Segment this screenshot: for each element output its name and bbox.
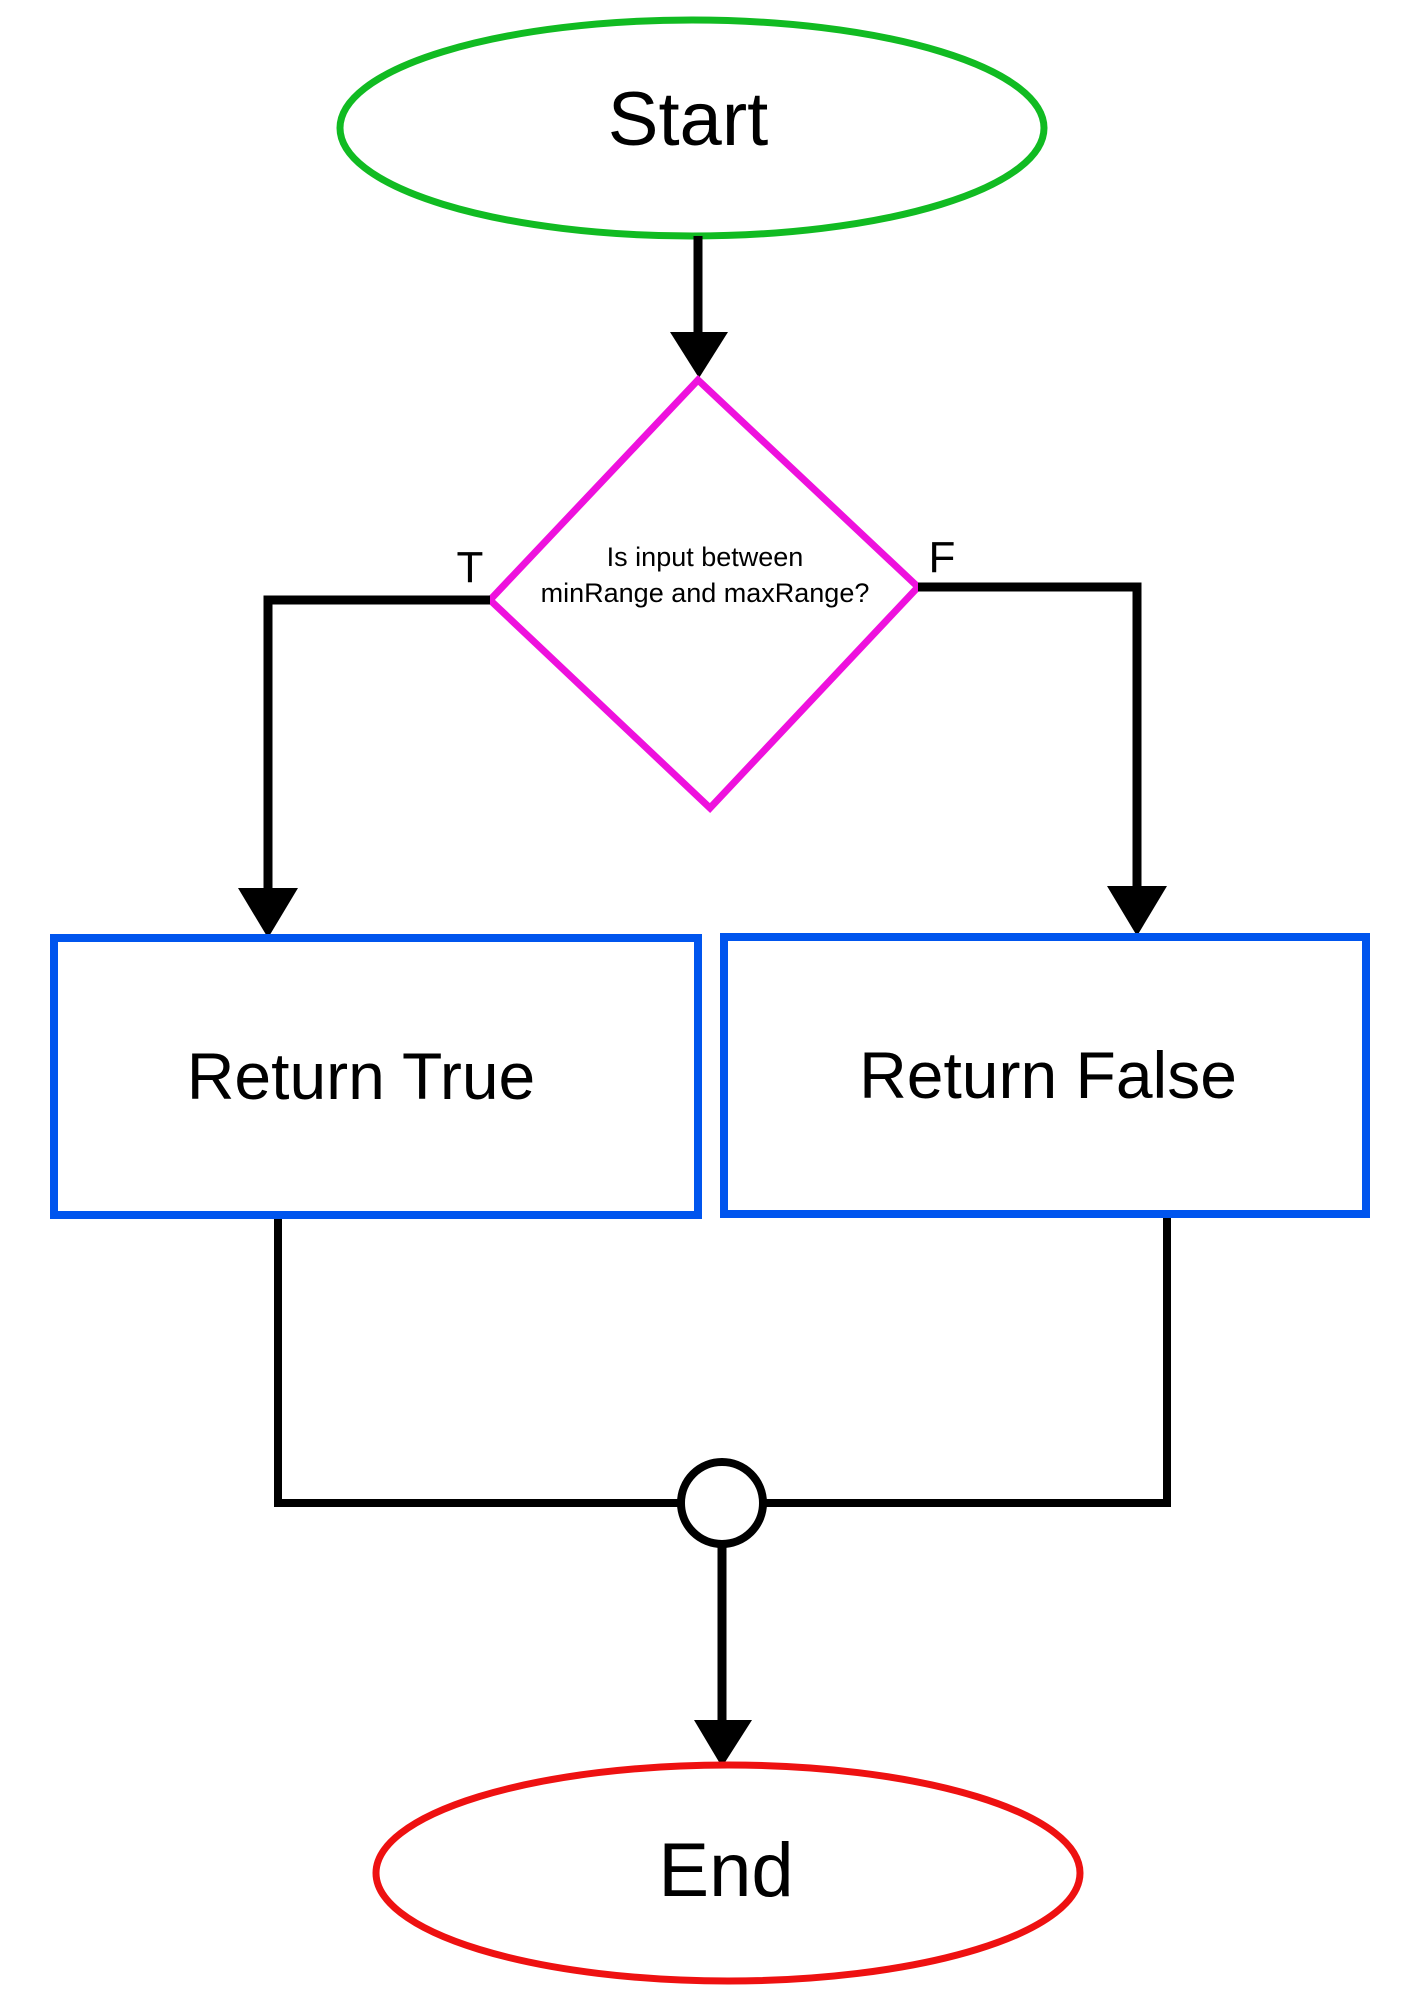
start-ellipse — [336, 16, 1048, 240]
return-false-node: Return False — [720, 933, 1370, 1218]
merge-circle — [677, 1458, 767, 1548]
decision-diamond — [485, 375, 923, 813]
end-label: End — [658, 1828, 793, 1913]
decision-node: Is input between minRange and maxRange? — [485, 375, 923, 813]
end-ellipse — [372, 1761, 1084, 1985]
edge-start-to-decision — [670, 236, 728, 378]
arrowhead-icon — [238, 888, 298, 938]
edge-merge — [274, 1218, 1171, 1507]
start-label: Start — [608, 77, 769, 162]
decision-label-line2: minRange and maxRange? — [541, 578, 870, 608]
true-label: T — [457, 543, 484, 592]
false-label: F — [929, 533, 956, 582]
decision-label-line1: Is input between — [607, 542, 804, 572]
edge-merge-to-end — [694, 1544, 752, 1767]
return-true-box — [50, 934, 702, 1219]
return-false-box — [720, 933, 1370, 1218]
start-node: Start — [336, 16, 1048, 240]
edge-false-branch: F — [918, 533, 1167, 936]
end-node: End — [372, 1761, 1084, 1985]
arrowhead-icon — [694, 1720, 752, 1767]
return-true-label: Return True — [187, 1039, 536, 1113]
edge-true-branch: T — [238, 543, 490, 938]
return-true-node: Return True — [50, 934, 702, 1219]
arrowhead-icon — [670, 332, 728, 378]
arrowhead-icon — [1107, 886, 1167, 936]
return-false-label: Return False — [859, 1038, 1237, 1112]
